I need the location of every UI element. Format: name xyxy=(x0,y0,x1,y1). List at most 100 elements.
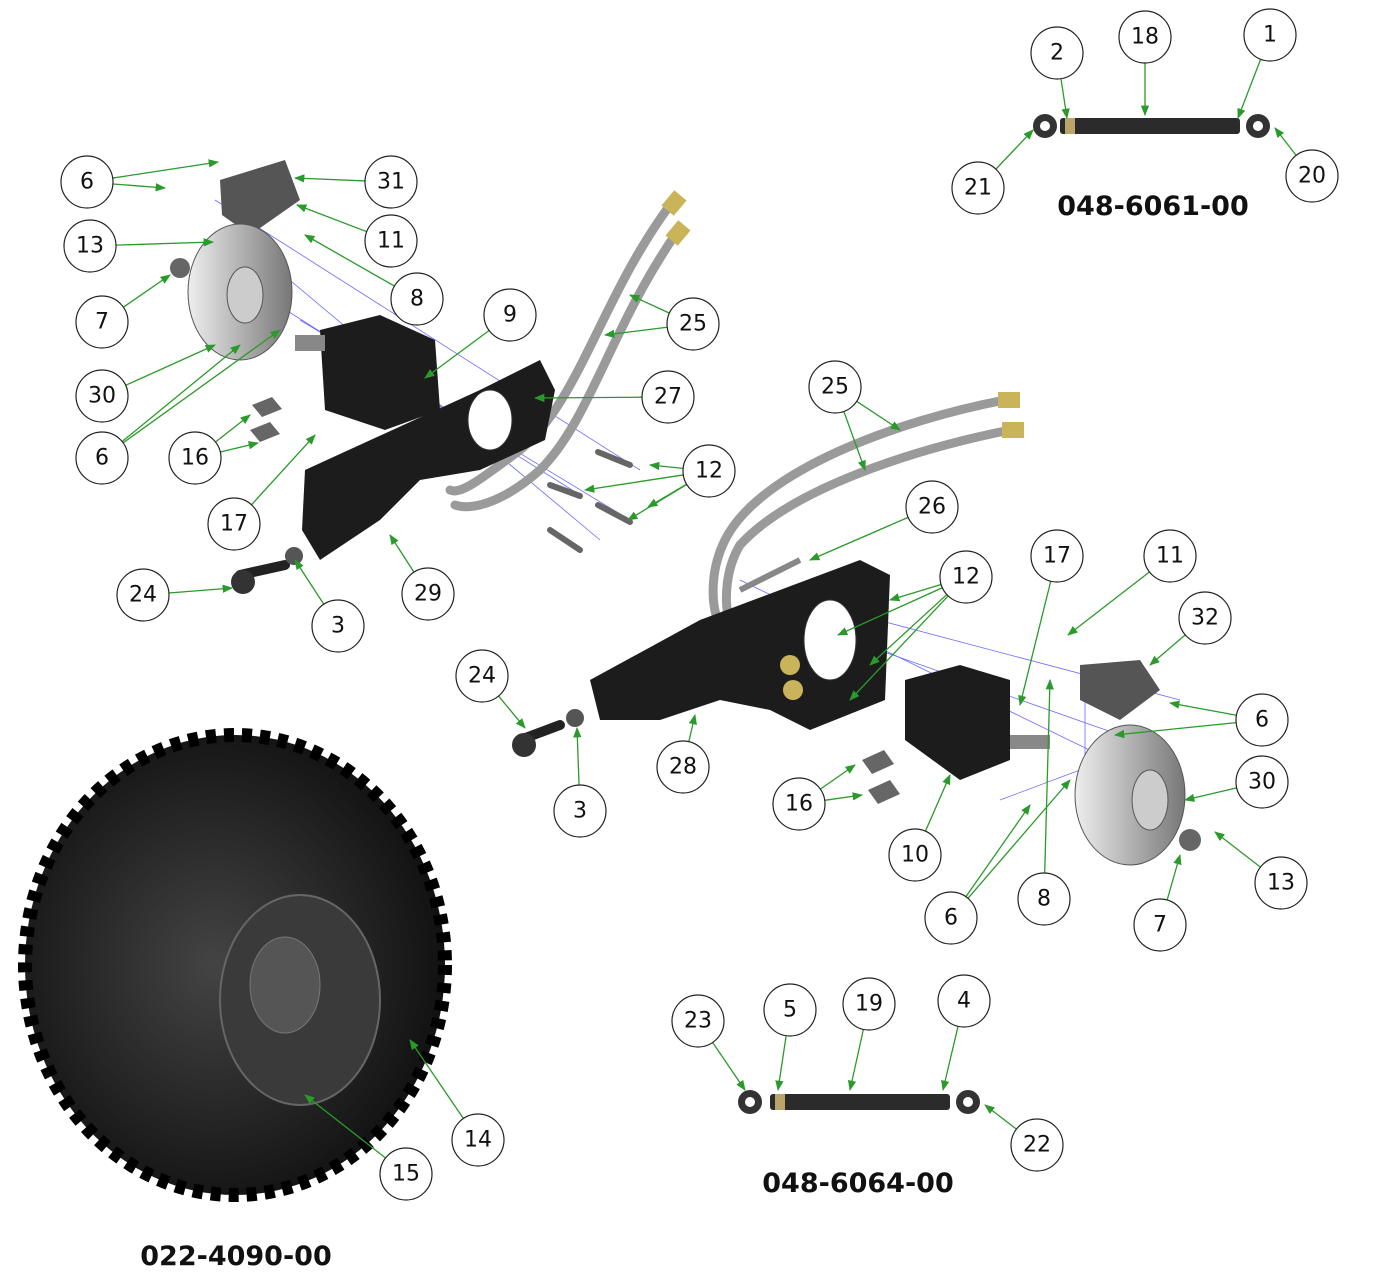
leader-arrow xyxy=(603,326,668,338)
item-balloon-13: 13 xyxy=(63,219,117,273)
balloon-circle xyxy=(1030,529,1084,583)
balloon-circle xyxy=(842,977,896,1031)
leader-arrow xyxy=(889,583,942,602)
balloon-number: 23 xyxy=(684,1009,712,1034)
balloon-number: 12 xyxy=(695,459,723,484)
balloon-number: 6 xyxy=(95,446,109,471)
leader-arrow xyxy=(296,204,367,233)
balloon-circle xyxy=(1118,10,1172,64)
balloon-circle xyxy=(483,288,537,342)
leader-arrow xyxy=(847,1029,865,1092)
item-balloon-19: 19 xyxy=(842,977,896,1031)
balloon-circle xyxy=(75,295,129,349)
item-balloon-2: 2 xyxy=(1030,26,1084,80)
balloon-circle xyxy=(772,777,826,831)
balloon-number: 10 xyxy=(901,843,929,868)
leader-arrow xyxy=(869,594,948,666)
balloon-number: 17 xyxy=(220,512,248,537)
leader-arrow xyxy=(304,1094,386,1159)
item-balloon-14: 14 xyxy=(451,1113,505,1167)
leader-arrow xyxy=(1018,581,1052,707)
leader-arrow xyxy=(573,726,582,786)
leader-arrow xyxy=(533,393,643,403)
item-balloon-8: 8 xyxy=(390,272,444,326)
item-balloon-17: 17 xyxy=(1030,529,1084,583)
item-balloon-30: 30 xyxy=(1235,755,1289,809)
leader-arrow xyxy=(1067,571,1150,636)
balloon-number: 26 xyxy=(918,495,946,520)
balloon-number: 27 xyxy=(654,385,682,410)
hose-fittings xyxy=(661,190,1024,438)
leader-arrow xyxy=(498,695,526,729)
assembly-number-wheel: 022-4090-00 xyxy=(140,1241,332,1272)
leader-arrow xyxy=(629,294,670,314)
balloon-number: 9 xyxy=(503,303,517,328)
balloon-circle xyxy=(1143,529,1197,583)
balloon-circle xyxy=(763,983,817,1037)
item-balloon-16: 16 xyxy=(168,431,222,485)
leader-arrow xyxy=(294,559,325,605)
item-balloon-3: 3 xyxy=(311,599,365,653)
balloon-circle xyxy=(1017,872,1071,926)
item-balloon-24: 24 xyxy=(116,568,170,622)
balloon-circle xyxy=(311,599,365,653)
balloon-circle xyxy=(905,480,959,534)
item-balloon-28: 28 xyxy=(656,740,710,794)
balloon-circle xyxy=(401,567,455,621)
leader-arrow xyxy=(304,234,395,287)
balloon-circle xyxy=(364,214,418,268)
leader-arrow xyxy=(819,764,856,790)
leader-arrow xyxy=(215,414,251,443)
item-balloon-22: 22 xyxy=(1010,1118,1064,1172)
balloon-number: 16 xyxy=(785,792,813,817)
leader-arrow xyxy=(856,400,901,431)
item-balloon-10: 10 xyxy=(888,828,942,882)
leader-arrow xyxy=(1168,700,1237,716)
tie-rod-048-6064-00 xyxy=(738,1090,980,1114)
balloon-number: 6 xyxy=(1255,708,1269,733)
balloon-number: 18 xyxy=(1131,25,1159,50)
balloon-circle xyxy=(1010,1118,1064,1172)
balloon-circle xyxy=(888,828,942,882)
balloon-circle xyxy=(451,1113,505,1167)
balloon-number: 7 xyxy=(1153,913,1167,938)
balloon-circle xyxy=(553,784,607,838)
item-balloon-31: 31 xyxy=(364,155,418,209)
item-balloon-6: 6 xyxy=(60,155,114,209)
leader-arrow xyxy=(220,441,260,453)
item-balloon-18: 18 xyxy=(1118,10,1172,64)
balloon-circle xyxy=(1235,755,1289,809)
item-balloon-9: 9 xyxy=(483,288,537,342)
balloon-number: 29 xyxy=(414,582,442,607)
leader-arrow xyxy=(824,792,864,801)
item-balloon-26: 26 xyxy=(905,480,959,534)
balloon-number: 13 xyxy=(1267,871,1295,896)
leader-arrow xyxy=(112,183,167,192)
wheel-assembly xyxy=(18,728,452,1202)
leader-arrow xyxy=(1214,831,1261,868)
leader-arrow xyxy=(168,584,234,594)
assembly-number-tie-rod-top: 048-6061-00 xyxy=(1057,191,1249,222)
leader-arrow xyxy=(1060,78,1070,120)
leader-arrow xyxy=(967,779,1071,899)
leader-arrow xyxy=(1237,59,1262,119)
balloon-number: 1 xyxy=(1263,23,1277,48)
balloon-circle xyxy=(808,360,862,414)
balloon-number: 2 xyxy=(1050,41,1064,66)
item-balloon-12: 12 xyxy=(939,550,993,604)
item-balloon-30: 30 xyxy=(75,369,129,423)
balloon-number: 25 xyxy=(679,312,707,337)
balloon-circle xyxy=(951,161,1005,215)
item-balloon-17: 17 xyxy=(207,497,261,551)
balloon-circle xyxy=(168,431,222,485)
balloon-circle xyxy=(390,272,444,326)
balloon-number: 14 xyxy=(464,1128,492,1153)
balloon-number: 6 xyxy=(80,170,94,195)
balloon-circle xyxy=(937,974,991,1028)
balloon-number: 4 xyxy=(957,989,971,1014)
leader-arrow xyxy=(1044,678,1054,874)
leader-arrow xyxy=(121,344,241,443)
item-balloon-6: 6 xyxy=(924,891,978,945)
item-balloon-6: 6 xyxy=(75,431,129,485)
tie-rod-048-6061-00 xyxy=(1033,114,1270,138)
